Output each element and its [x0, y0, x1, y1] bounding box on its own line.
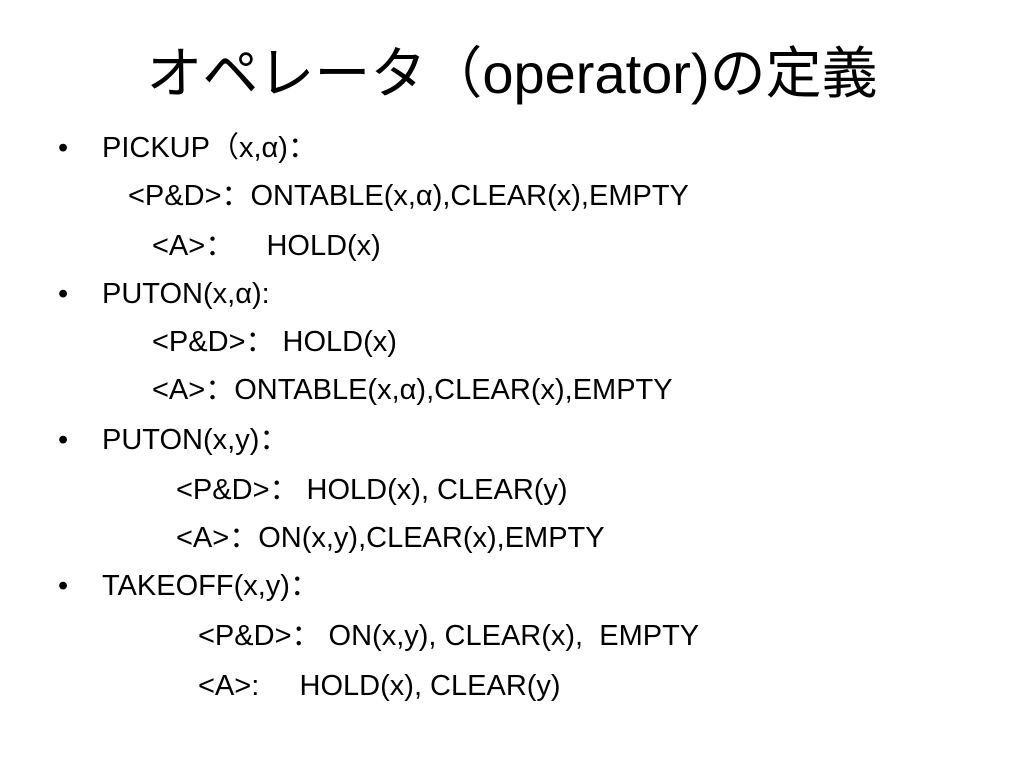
operator-a-puton-block: <A>：ON(x,y),CLEAR(x),EMPTY — [176, 522, 605, 554]
bullet-icon: • — [58, 424, 69, 456]
operator-a-puton-table: <A>：ONTABLE(x,α),CLEAR(x),EMPTY — [152, 374, 673, 406]
bullet-icon: • — [58, 570, 69, 602]
bullet-icon: • — [58, 278, 69, 310]
operator-pd-puton-table: <P&D>： HOLD(x) — [152, 326, 397, 358]
slide-title: オペレータ（operator)の定義 — [146, 42, 878, 105]
bullet-icon: • — [58, 132, 69, 164]
operator-name-pickup: PICKUP（x,α)： — [102, 132, 317, 164]
operator-a-pickup: <A>： HOLD(x) — [152, 230, 381, 262]
operator-pd-takeoff: <P&D>： ON(x,y), CLEAR(x), EMPTY — [198, 620, 700, 652]
operator-name-puton-block: PUTON(x,y)： — [102, 424, 289, 456]
operator-pd-pickup: <P&D>：ONTABLE(x,α),CLEAR(x),EMPTY — [128, 180, 689, 212]
operator-a-takeoff: <A>: HOLD(x), CLEAR(y) — [198, 670, 561, 702]
operator-name-puton-table: PUTON(x,α): — [102, 278, 270, 310]
operator-name-takeoff: TAKEOFF(x,y)： — [102, 570, 319, 602]
operator-pd-puton-block: <P&D>： HOLD(x), CLEAR(y) — [176, 474, 568, 506]
